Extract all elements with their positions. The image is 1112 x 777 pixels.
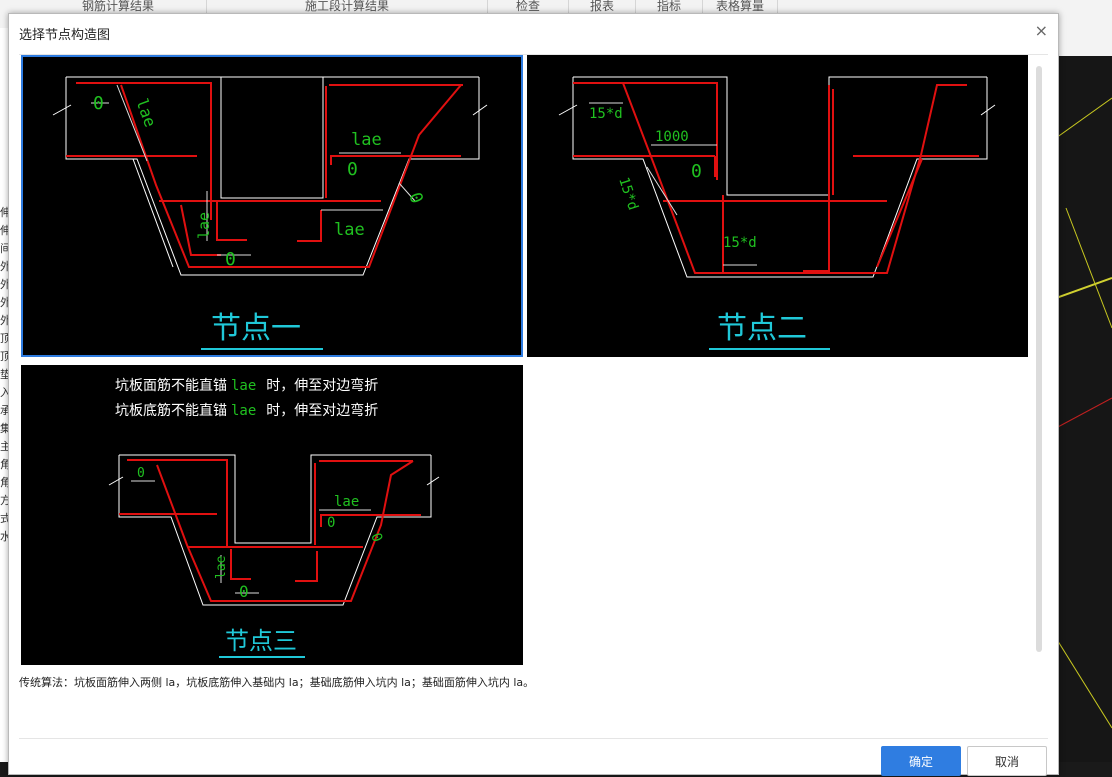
bg-left-item: 入	[0, 386, 11, 399]
bg-left-item: 外	[0, 314, 11, 327]
dim-label: lae	[132, 96, 160, 130]
bg-left-item: 外	[0, 260, 11, 273]
viewport-lines	[1056, 97, 1112, 729]
background-right-toolbar	[1056, 28, 1112, 56]
bg-left-item: 角	[0, 458, 11, 471]
dim-label: 0	[137, 466, 145, 481]
bg-left-item: 外	[0, 278, 11, 291]
bg-left-item: 水	[0, 530, 11, 543]
dim-label: lae	[351, 130, 382, 150]
dim-label: lae	[334, 220, 365, 240]
dim-label: 0	[225, 249, 236, 270]
node-2-panel[interactable]: 15*d 1000 0 15*d 15*d 节点二	[527, 55, 1028, 357]
title-divider	[19, 54, 1048, 55]
ok-button[interactable]: 确定	[881, 746, 961, 776]
node-1-drawing: 0 lae lae 0 0 lae lae 0 节点一	[52, 76, 488, 350]
bg-tab-segment-result[interactable]: 施工段计算结果	[207, 0, 488, 16]
bg-left-item: 主	[0, 440, 11, 453]
dim-label: lae	[214, 555, 229, 579]
dim-label: lae	[195, 212, 213, 239]
dim-label: 1000	[655, 129, 689, 145]
traditional-method-note: 传统算法：坑板面筋伸入两侧 la，坑板底筋伸入基础内 la；基础底筋伸入坑内 l…	[19, 676, 535, 689]
dim-label: 0	[367, 531, 385, 544]
dim-label: 15*d	[723, 235, 757, 251]
dim-label: 0	[691, 161, 702, 182]
bg-left-item: 伸	[0, 224, 11, 237]
bg-left-item: 外	[0, 296, 11, 309]
bg-left-item: 承	[0, 404, 11, 417]
bg-left-item: 伸	[0, 206, 11, 219]
cancel-button[interactable]: 取消	[967, 746, 1047, 776]
vertical-scrollbar[interactable]	[1036, 66, 1042, 652]
node-2-drawing: 15*d 1000 0 15*d 15*d 节点二	[558, 76, 996, 350]
dim-label: 0	[327, 515, 335, 531]
bg-left-item: 方	[0, 494, 11, 507]
dim-label: 15*d	[615, 175, 641, 212]
node-3-caption: 节点三	[225, 627, 297, 655]
bg-left-item: 式	[0, 512, 11, 525]
bg-tab-report[interactable]: 报表	[569, 0, 636, 16]
bg-left-item: 垫	[0, 368, 11, 381]
dim-label: 0	[347, 159, 358, 180]
dialog-title: 选择节点构造图	[19, 28, 111, 43]
node-selection-dialog: 选择节点构造图 ×	[8, 13, 1059, 776]
bg-left-item: 顶	[0, 350, 11, 363]
bg-tab-check[interactable]: 检查	[488, 0, 569, 16]
bg-left-item: 集	[0, 422, 11, 435]
dim-label: 0	[239, 582, 249, 601]
background-3d-viewport	[1056, 28, 1112, 762]
bg-left-item: 间	[0, 242, 11, 255]
dim-label: 15*d	[589, 106, 623, 122]
node-2-caption: 节点二	[717, 311, 807, 346]
bg-left-item: 顶	[0, 332, 11, 345]
node-1-caption: 节点一	[211, 311, 301, 346]
close-icon[interactable]: ×	[1034, 21, 1048, 40]
bottom-divider	[19, 738, 1048, 739]
node-1-panel[interactable]: 0 lae lae 0 0 lae lae 0 节点一	[21, 55, 523, 357]
bg-left-item: 角	[0, 476, 11, 489]
bg-tab-rebar-result[interactable]: 钢筋计算结果	[30, 0, 207, 16]
bg-tab-table-quantity[interactable]: 表格算量	[703, 0, 778, 16]
bg-tab-index[interactable]: 指标	[636, 0, 703, 16]
dim-label: lae	[334, 494, 359, 510]
dim-label: 0	[93, 93, 104, 114]
